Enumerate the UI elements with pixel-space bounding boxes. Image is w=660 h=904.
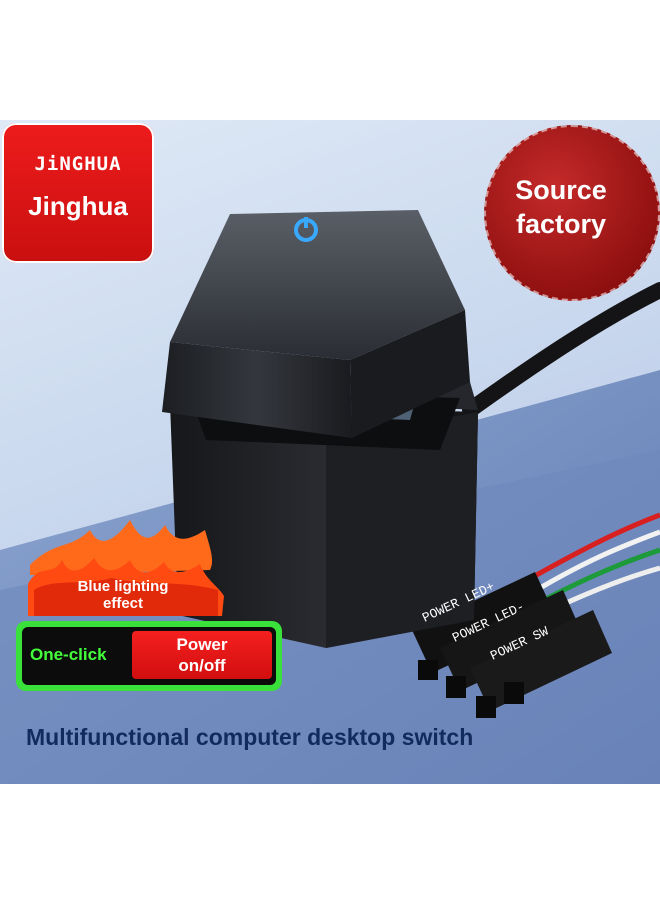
brand-logo: JiNGHUA xyxy=(34,153,122,175)
source-factory-badge: Source factory xyxy=(484,125,660,301)
keycap xyxy=(162,210,470,438)
one-click-banner: One-click Power on/off xyxy=(16,621,282,691)
power-line-2: on/off xyxy=(178,656,226,675)
brand-name: Jinghua xyxy=(28,191,128,221)
power-line-1: Power xyxy=(176,635,228,654)
brand-box: JiNGHUA Jinghua xyxy=(2,123,154,263)
lighting-line-2: effect xyxy=(102,595,143,612)
connector-group xyxy=(412,572,612,718)
lighting-line-1: Blue lighting xyxy=(77,578,169,595)
flame-decoration xyxy=(30,520,213,575)
headline: Multifunctional computer desktop switch xyxy=(26,724,474,750)
lighting-text: Blue lighting effect xyxy=(40,578,206,612)
product-scene xyxy=(0,210,660,784)
badge-line-1: Source xyxy=(515,175,607,205)
usb-cable xyxy=(462,282,660,418)
one-click-label: One-click xyxy=(30,645,107,664)
lighting-flame-label xyxy=(28,558,224,616)
power-onoff-box: Power on/off xyxy=(132,631,272,679)
badge-line-2: factory xyxy=(515,209,607,239)
